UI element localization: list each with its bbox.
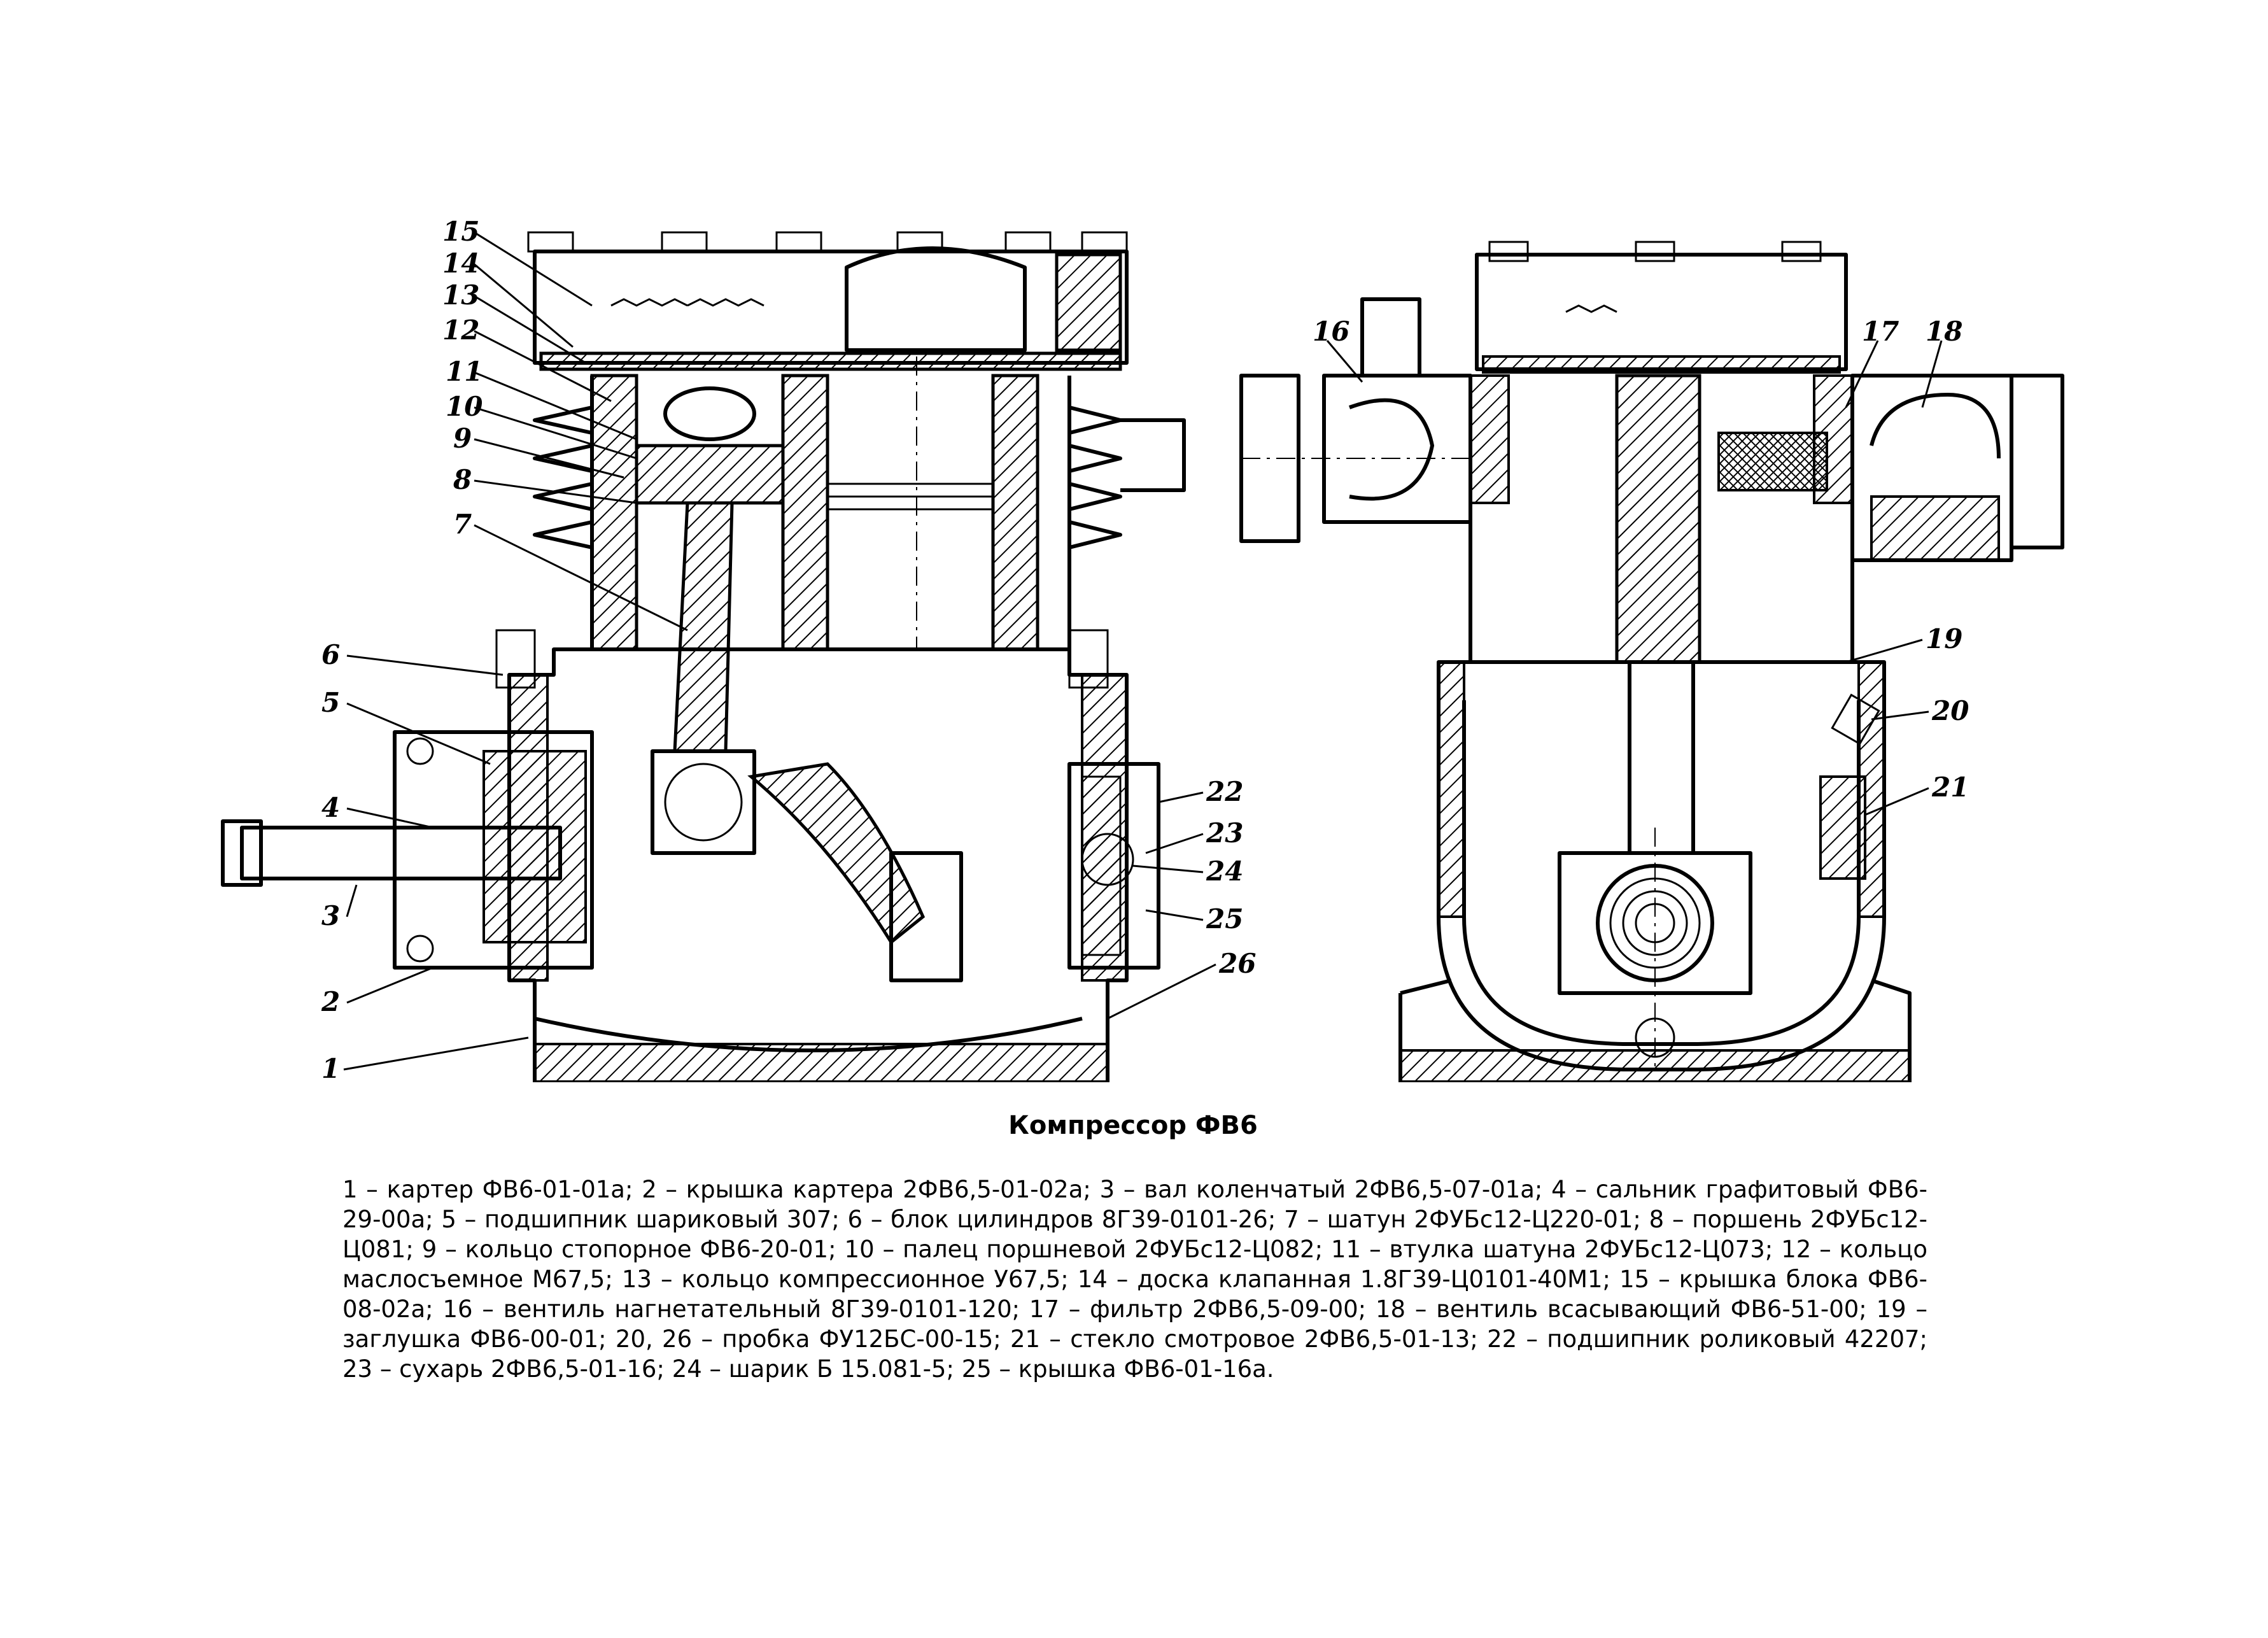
- crankcase-cross-section: [1398, 660, 1912, 1082]
- callout-2: 2: [321, 986, 340, 1017]
- callout-24: 24: [1206, 856, 1243, 887]
- legend-item: 12 – кольцо маслосъемное М67,5;: [342, 1236, 1927, 1293]
- legend-item: 21 – стекло смотровое 2ФВ6,5-01-13;: [1010, 1325, 1488, 1353]
- callout-19: 19: [1926, 623, 1962, 654]
- legend-item: 10 – палец поршневой 2ФУБс12-Ц082;: [844, 1236, 1332, 1263]
- callout-22: 22: [1206, 776, 1243, 807]
- legend-item: 11 – втулка шатуна 2ФУБс12-Ц073;: [1331, 1236, 1782, 1263]
- crankshaft-end: [221, 730, 594, 970]
- callout-3: 3: [321, 900, 340, 931]
- callout-14: 14: [442, 248, 479, 279]
- callout-4: 4: [321, 792, 340, 823]
- callout-21: 21: [1931, 772, 1969, 803]
- callout-10: 10: [446, 391, 482, 422]
- legend-item: 17 – фильтр 2ФВ6,5-09-00;: [1029, 1296, 1376, 1323]
- compressor-drawing: 15 14 13 12 11 10 9 8 7 6 5 4 3 2 1 22 2…: [221, 216, 2064, 1082]
- callout-26: 26: [1218, 948, 1256, 979]
- legend-item: 3 – вал коленчатый 2ФВ6,5-07-01а;: [1099, 1176, 1552, 1203]
- legend-item: 20, 26 – пробка ФУ12БС-00-15;: [615, 1325, 1011, 1353]
- callout-18: 18: [1926, 316, 1962, 347]
- legend-item: 4 – сальник графитовый ФВ6-29-00а;: [342, 1176, 1927, 1233]
- cylinder-block: [533, 357, 1186, 651]
- legend-item: 9 – кольцо стопорное ФВ6-20-01;: [421, 1236, 845, 1263]
- parts-legend: 1 – картер ФВ6-01-01а; 2 – крышка картер…: [342, 1175, 1927, 1384]
- callout-23: 23: [1206, 817, 1243, 849]
- suction-valve-left: [1239, 297, 1477, 543]
- figure-title: Компрессор ФВ6: [1008, 1111, 1258, 1140]
- legend-item: 13 – кольцо компрессионное У67,5;: [621, 1266, 1078, 1293]
- legend-item: 16 – вентиль нагнетательный 8Г39-0101-12…: [442, 1296, 1029, 1323]
- bearing-cover: [1067, 762, 1160, 970]
- callout-12: 12: [442, 314, 479, 346]
- legend-item: 18 – вентиль всасывающий ФВ6-51-00;: [1375, 1296, 1877, 1323]
- left-section-view: [221, 231, 1186, 1082]
- callout-7: 7: [453, 509, 472, 540]
- right-section-view: [1239, 241, 2064, 1082]
- callout-16: 16: [1313, 316, 1349, 347]
- legend-item: 2 – крышка картера 2ФВ6,5-01-02а;: [642, 1176, 1100, 1203]
- callout-8: 8: [453, 464, 472, 495]
- suction-valve-right: [1850, 374, 2064, 562]
- legend-item: 22 – подшипник роликовый 42207;: [1487, 1325, 1928, 1353]
- callout-25: 25: [1206, 903, 1243, 935]
- callout-6: 6: [321, 639, 340, 670]
- legend-item: 6 – блок цилиндров 8Г39-0101-26;: [847, 1206, 1285, 1233]
- callout-9: 9: [453, 423, 472, 454]
- callout-15: 15: [442, 216, 479, 247]
- callout-1: 1: [321, 1053, 340, 1082]
- leader-lines: [343, 231, 1943, 1071]
- legend-item: 19 – заглушка ФВ6-00-01;: [342, 1296, 1928, 1353]
- legend-item: 5 – подшипник шариковый 307;: [441, 1206, 848, 1233]
- legend-item: 15 – крышка блока ФВ6-08-02а;: [342, 1266, 1927, 1323]
- callout-20: 20: [1931, 695, 1969, 726]
- legend-item: 23 – сухарь 2ФВ6,5-01-16;: [342, 1355, 672, 1383]
- callout-13: 13: [442, 279, 479, 311]
- legend-item: 25 – крышка ФВ6-01-16а.: [961, 1355, 1274, 1383]
- legend-item: 24 – шарик Б 15.081-5;: [672, 1355, 962, 1383]
- callout-5: 5: [321, 687, 340, 718]
- connecting-rod: [651, 501, 756, 855]
- cylinder-head: [527, 231, 1129, 371]
- callout-17: 17: [1862, 316, 1899, 347]
- block-cross-section: [1469, 374, 1854, 664]
- legend-item: 1 – картер ФВ6-01-01а;: [342, 1176, 642, 1203]
- callouts: 15 14 13 12 11 10 9 8 7 6 5 4 3 2 1 22 2…: [321, 216, 1969, 1082]
- legend-item: 14 – доска клапанная 1.8Г39-Ц0101-40М1;: [1077, 1266, 1620, 1293]
- head-cross-section: [1475, 241, 1848, 374]
- callout-11: 11: [446, 356, 482, 387]
- legend-item: 8 – поршень 2ФУБс12-Ц081;: [342, 1206, 1927, 1263]
- legend-item: 7 – шатун 2ФУБс12-Ц220-01;: [1284, 1206, 1649, 1233]
